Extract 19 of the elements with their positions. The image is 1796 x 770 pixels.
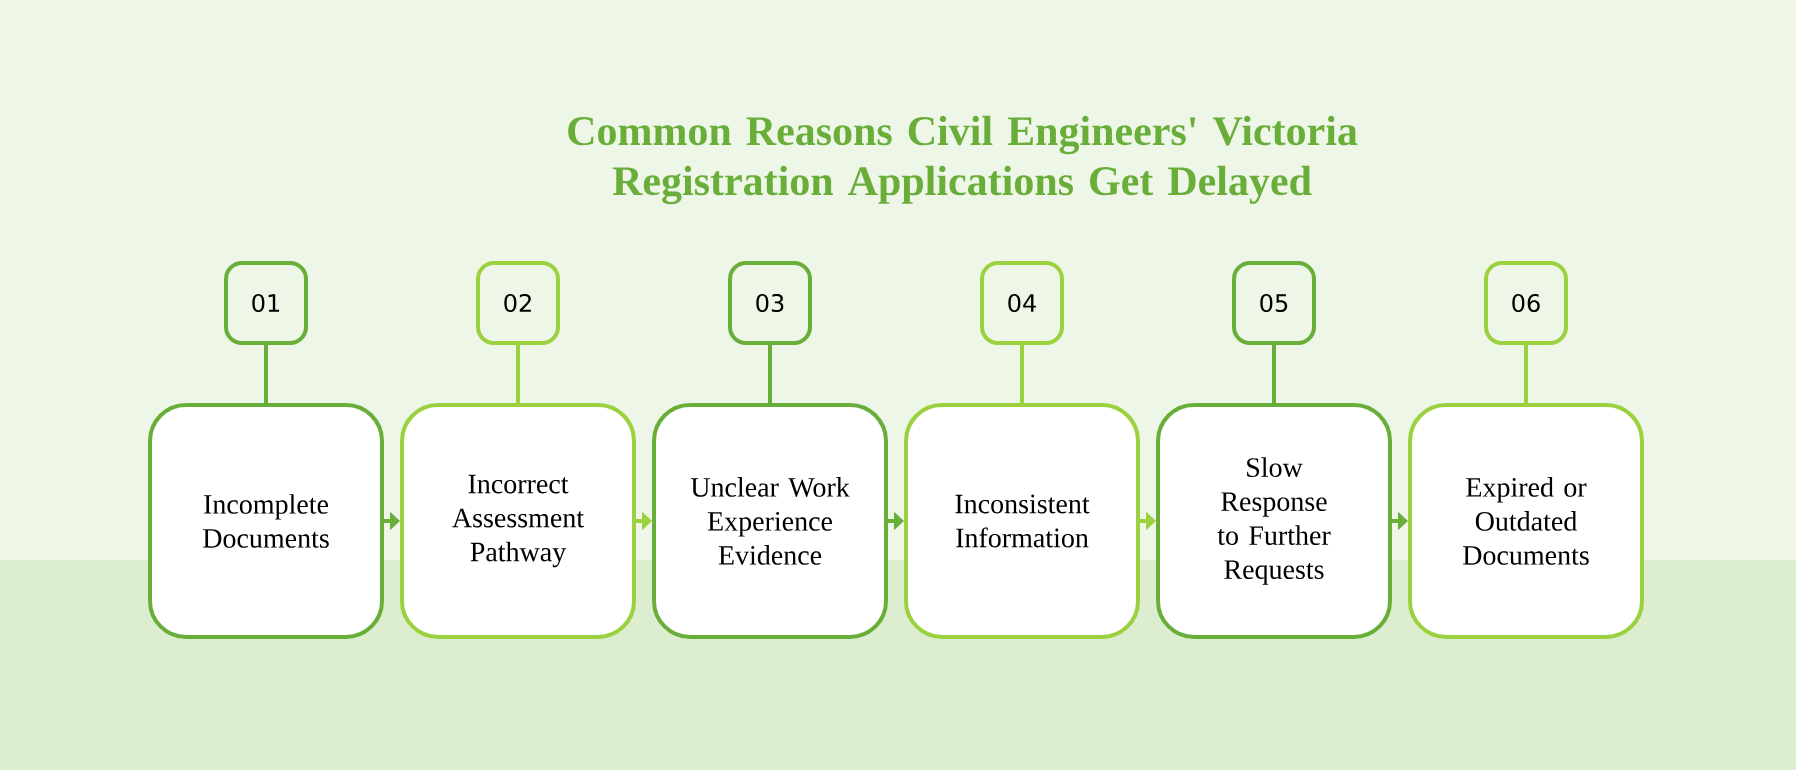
connector-line [1272,345,1276,403]
connector-line [1020,345,1024,403]
reason-card: Inconsistent Information [904,403,1140,639]
number-box: 06 [1484,261,1568,345]
number-box: 01 [224,261,308,345]
reason-card: Expired or Outdated Documents [1408,403,1644,639]
connector-line [264,345,268,403]
connector-line [516,345,520,403]
number-box: 03 [728,261,812,345]
number-box: 04 [980,261,1064,345]
title: Common Reasons Civil Engineers' Victoria Registration Applications Get Delayed [568,115,1358,205]
connector-line [1524,345,1528,403]
number-box: 05 [1232,261,1316,345]
number-box: 02 [476,261,560,345]
reason-card: Incomplete Documents [148,403,384,639]
reason-card: Incorrect Assessment Pathway [400,403,636,639]
reason-card: Unclear Work Experience Evidence [652,403,888,639]
connector-line [768,345,772,403]
reason-card: Slow Response to Further Requests [1156,403,1392,639]
